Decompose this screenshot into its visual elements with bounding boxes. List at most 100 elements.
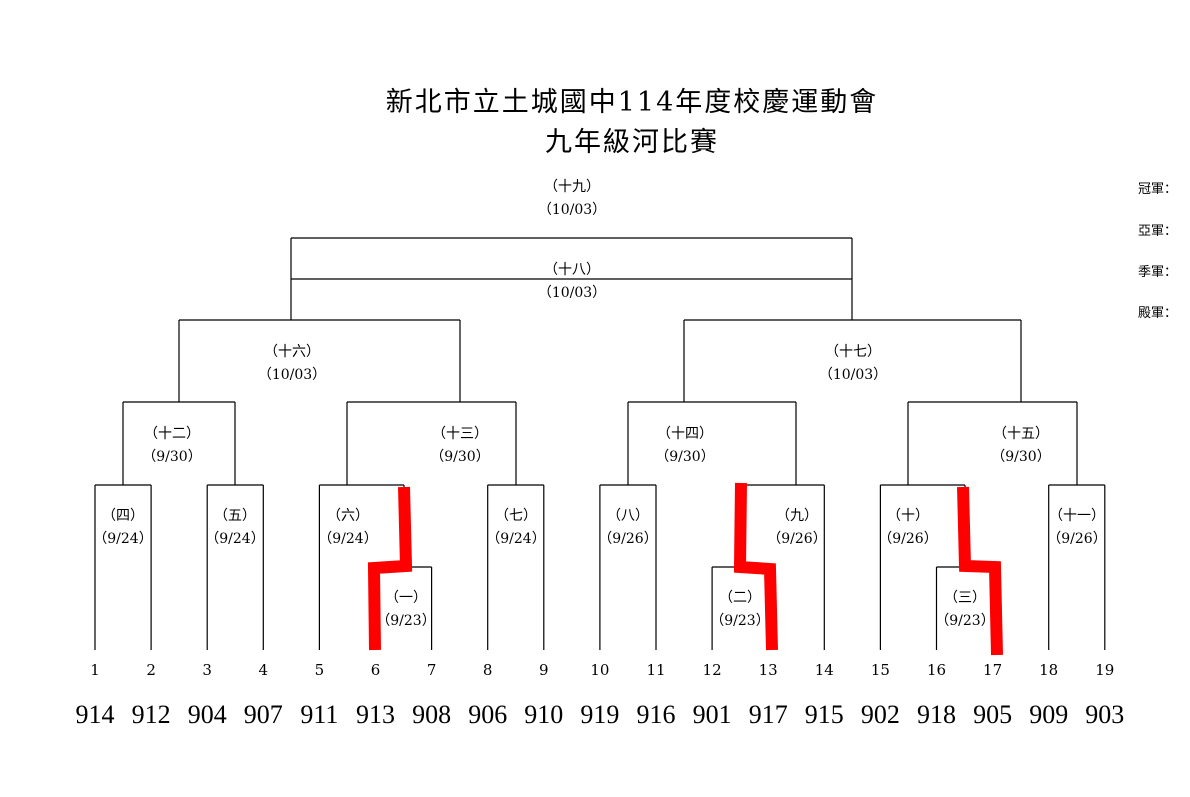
match-date: （9/26） bbox=[878, 531, 938, 547]
team-class: 901 bbox=[692, 700, 732, 729]
slot-number: 3 bbox=[202, 661, 212, 679]
match-label-m14: （十四）（9/30） bbox=[655, 423, 714, 469]
match-date: （9/26） bbox=[598, 531, 658, 547]
match-number: （十七） bbox=[824, 344, 881, 360]
team-class: 903 bbox=[1085, 700, 1125, 729]
slot-number: 5 bbox=[314, 661, 325, 679]
match-number: （三） bbox=[943, 590, 986, 606]
team-class: 917 bbox=[748, 700, 788, 729]
match-number: （五） bbox=[213, 508, 256, 524]
match-number: （十二） bbox=[143, 426, 200, 442]
winner-path-match-2 bbox=[733, 482, 778, 651]
match-label-m10: （十） （9/26） bbox=[878, 505, 937, 551]
match-label-m19: （十九） （10/03） bbox=[538, 176, 606, 222]
slot-number: 9 bbox=[539, 661, 549, 679]
slot-number: 19 bbox=[1095, 661, 1115, 679]
team-class: 918 bbox=[917, 700, 956, 729]
match-date: （9/26） bbox=[767, 531, 827, 547]
match-date: （10/03） bbox=[257, 367, 327, 383]
match-label-m3: （三） （9/23） bbox=[935, 587, 994, 633]
team-class: 905 bbox=[973, 700, 1013, 729]
slot-number: 14 bbox=[814, 661, 834, 679]
award-fourth: 殿軍： bbox=[1138, 306, 1178, 321]
slot-number: 6 bbox=[370, 661, 381, 679]
match-date: （10/03） bbox=[537, 285, 607, 301]
slot-number: 15 bbox=[870, 661, 890, 679]
team-class: 916 bbox=[636, 700, 676, 729]
match-date: （9/23） bbox=[376, 613, 436, 629]
match-date: （9/30） bbox=[430, 449, 490, 465]
match-label-m6: （六） （9/24） bbox=[318, 505, 377, 551]
match-date: （9/30） bbox=[142, 449, 202, 465]
match-label-m13: （十三） （9/30） bbox=[430, 423, 489, 469]
match-number: （四） bbox=[101, 508, 144, 524]
match-label-m15: （十五） （9/30） bbox=[991, 423, 1050, 469]
award-champion: 冠軍： bbox=[1138, 182, 1178, 197]
match-date: （9/23） bbox=[935, 613, 995, 629]
match-label-m18: （十八）（10/03） bbox=[538, 259, 606, 305]
slot-number: 13 bbox=[758, 661, 778, 679]
match-label-m1: （一） （9/23） bbox=[376, 587, 435, 633]
winner-path-match-3 bbox=[957, 486, 1003, 656]
page-title: 新北市立土城國中114年度校慶運動會 bbox=[385, 87, 879, 118]
match-number: （七） bbox=[494, 508, 537, 524]
slot-number: 17 bbox=[983, 661, 1003, 679]
team-class: 904 bbox=[187, 700, 227, 729]
match-number: （一） bbox=[384, 590, 427, 606]
slot-number: 10 bbox=[590, 661, 610, 679]
match-number: （十三） bbox=[431, 426, 488, 442]
match-label-m12: （十二） （9/30） bbox=[142, 423, 201, 469]
match-number: （十一） bbox=[1048, 508, 1105, 524]
slot-number: 11 bbox=[646, 661, 666, 679]
match-label-m11: （十一） （9/26） bbox=[1047, 505, 1106, 551]
slot-number: 7 bbox=[426, 661, 437, 679]
match-number: （八） bbox=[606, 508, 649, 524]
slot-number: 1 bbox=[90, 661, 100, 679]
match-date: （10/03） bbox=[537, 202, 607, 218]
team-class: 908 bbox=[412, 700, 452, 729]
match-label-m16: （十六） （10/03） bbox=[258, 341, 326, 387]
team-class: 913 bbox=[356, 700, 395, 729]
match-number: （十五） bbox=[992, 426, 1049, 442]
match-date: （9/24） bbox=[318, 531, 378, 547]
team-class: 919 bbox=[580, 700, 620, 729]
match-date: （9/24） bbox=[205, 531, 265, 547]
team-class: 907 bbox=[243, 700, 283, 729]
match-label-m7: （七） （9/24） bbox=[486, 505, 545, 551]
team-class: 909 bbox=[1029, 700, 1069, 729]
match-date: （9/24） bbox=[93, 531, 153, 547]
team-class: 910 bbox=[524, 700, 564, 729]
match-date: （9/26） bbox=[1047, 531, 1107, 547]
match-number: （九） bbox=[775, 508, 818, 524]
page-subtitle: 九年級河比賽 bbox=[545, 127, 719, 158]
team-class: 915 bbox=[804, 700, 844, 729]
match-date: （9/24） bbox=[486, 531, 546, 547]
match-date: （9/30） bbox=[991, 449, 1051, 465]
team-class: 906 bbox=[468, 700, 508, 729]
match-number: （六） bbox=[326, 508, 369, 524]
slot-number: 12 bbox=[702, 661, 722, 679]
slot-number: 18 bbox=[1039, 661, 1059, 679]
slot-number: 2 bbox=[146, 661, 156, 679]
match-number: （十四） bbox=[656, 426, 713, 442]
slot-number: 4 bbox=[258, 661, 269, 679]
match-number: （十六） bbox=[263, 344, 320, 360]
winner-path-match-1 bbox=[367, 486, 413, 651]
match-date: （9/23） bbox=[710, 613, 770, 629]
match-label-m4: （四） （9/24） bbox=[93, 505, 152, 551]
award-third: 季軍： bbox=[1138, 265, 1178, 280]
team-class: 902 bbox=[860, 700, 900, 729]
match-number: （十九） bbox=[543, 179, 600, 195]
match-number: （十） bbox=[886, 508, 929, 524]
match-label-m17: （十七） （10/03） bbox=[819, 341, 887, 387]
match-label-m8: （八） （9/26） bbox=[598, 505, 657, 551]
slot-number: 8 bbox=[482, 661, 493, 679]
match-label-m5: （五） （9/24） bbox=[205, 505, 264, 551]
team-class: 914 bbox=[75, 700, 115, 729]
team-class: 911 bbox=[300, 700, 339, 729]
slot-number: 16 bbox=[926, 661, 947, 679]
match-label-m9: （九） （9/26） bbox=[767, 505, 826, 551]
match-number: （二） bbox=[718, 590, 761, 606]
match-date: （10/03） bbox=[818, 367, 888, 383]
